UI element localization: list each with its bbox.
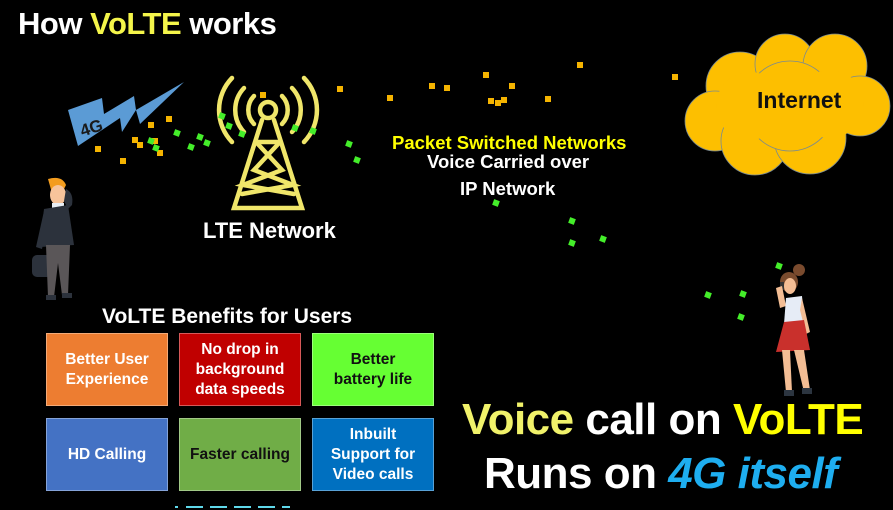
- benefit-no-drop-data-speeds: No drop in background data speeds: [179, 333, 301, 406]
- page-title: How VoLTE works: [18, 6, 277, 41]
- ip-network-label: IP Network: [460, 178, 556, 199]
- 4g-lightning-icon: 4G: [68, 82, 184, 146]
- lte-network-label: LTE Network: [203, 218, 336, 243]
- benefit-video-calls: Inbuilt Support for Video calls: [312, 418, 434, 491]
- internet-cloud-icon: [684, 33, 891, 176]
- packet-switched-label: Packet Switched Networks: [392, 132, 627, 153]
- man-on-phone-icon: [32, 177, 74, 300]
- voice-carried-label: Voice Carried over: [427, 151, 590, 172]
- tagline-line2: Runs on 4G itself: [484, 449, 838, 498]
- internet-label: Internet: [757, 87, 842, 113]
- benefit-better-user-experience: Better User Experience: [46, 333, 168, 406]
- benefit-better-battery-life: Better battery life: [312, 333, 434, 406]
- tagline-line1: Voice call on VoLTE: [462, 395, 864, 444]
- benefits-title: VoLTE Benefits for Users: [102, 305, 353, 328]
- woman-on-phone-icon: [776, 264, 812, 396]
- lte-tower-icon: [216, 75, 320, 211]
- benefit-hd-calling: HD Calling: [46, 418, 168, 491]
- benefit-faster-calling: Faster calling: [179, 418, 301, 491]
